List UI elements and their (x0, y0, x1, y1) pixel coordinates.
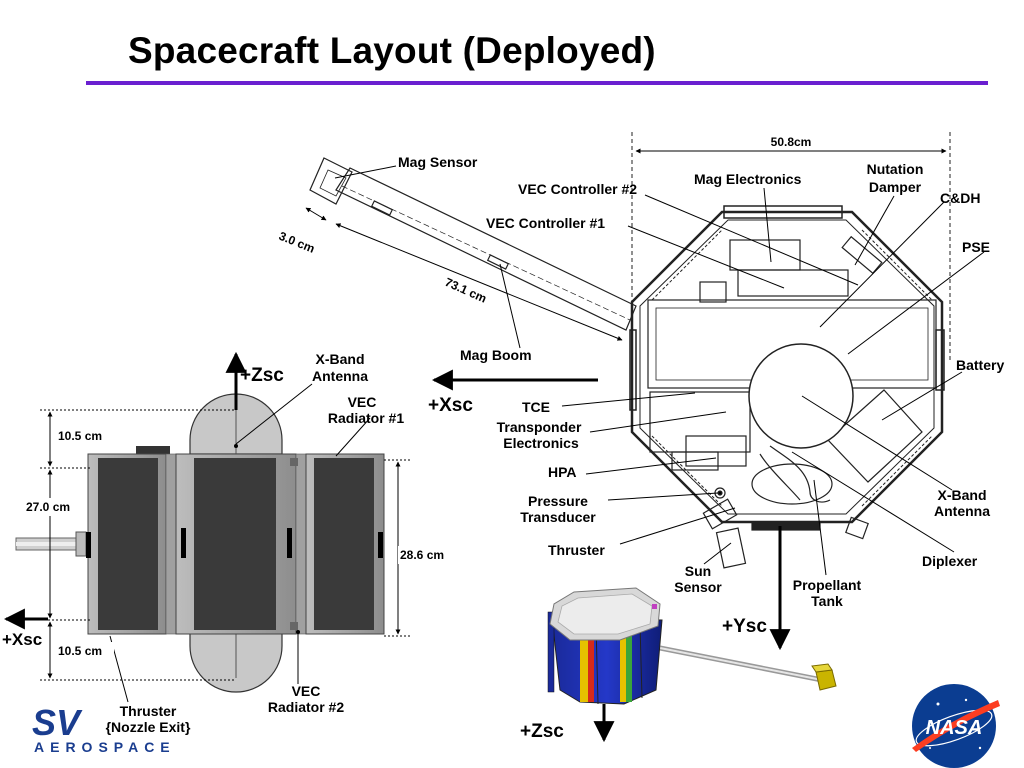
label-xband-left-2: Antenna (312, 368, 368, 384)
label-vec-controller-2: VEC Controller #2 (518, 181, 637, 197)
label-xband-right-1: X-Band (938, 487, 987, 503)
label-hpa: HPA (548, 464, 577, 480)
label-pressure-2: Transducer (520, 509, 596, 525)
label-vec-controller-1: VEC Controller #1 (486, 215, 605, 231)
dim-label-top-section: 10.5 cm (58, 429, 102, 443)
label-nutation-damper-1: Nutation (867, 161, 924, 177)
label-diplexer: Diplexer (922, 553, 978, 569)
label-xband-right-2: Antenna (934, 503, 990, 519)
label-thruster-nozzle-2: {Nozzle Exit} (106, 719, 191, 735)
label-vec-radiator-2-b: Radiator #2 (268, 699, 344, 715)
axis-label-zsc-down: +Zsc (520, 721, 564, 742)
label-transponder-2: Electronics (503, 435, 579, 451)
label-sun-sensor-2: Sensor (674, 579, 722, 595)
label-pressure-1: Pressure (528, 493, 588, 509)
dim-label-bottom-section: 10.5 cm (58, 644, 102, 658)
axis-label-xsc-left: +Xsc (2, 630, 42, 649)
dim-bg-mid (24, 498, 80, 516)
label-sun-sensor-1: Sun (685, 563, 711, 579)
sv-aerospace-logo: SV AEROSPACE (32, 702, 176, 755)
dim-bg-top (56, 426, 114, 444)
label-mag-electronics: Mag Electronics (694, 171, 802, 187)
dim-label-mid-section: 27.0 cm (26, 500, 70, 514)
axis-label-zsc-up: +Zsc (240, 365, 284, 386)
isometric-view (547, 587, 837, 743)
dim-bg-panel (398, 546, 454, 564)
label-transponder-1: Transponder (497, 419, 582, 435)
label-thruster-top: Thruster (548, 542, 605, 558)
page-title: Spacecraft Layout (Deployed) (128, 30, 656, 71)
leader-lines (334, 165, 985, 576)
label-xband-left-1: X-Band (316, 351, 365, 367)
side-view-drawing (15, 393, 385, 693)
top-view-drawing (629, 132, 951, 569)
label-mag-sensor: Mag Sensor (398, 154, 478, 170)
dim-label-boom-width: 3.0 cm (277, 229, 317, 256)
dim-label-boom-length: 73.1 cm (443, 275, 489, 306)
label-mag-boom: Mag Boom (460, 347, 532, 363)
dim-label-width: 50.8cm (771, 135, 812, 149)
label-vec-radiator-1-a: VEC (348, 394, 377, 410)
label-vec-radiator-2-a: VEC (292, 683, 321, 699)
nasa-logo: NASA (912, 684, 1000, 768)
axis-label-xsc-mid: +Xsc (428, 395, 473, 416)
label-tce: TCE (522, 399, 550, 415)
label-vec-radiator-1-b: Radiator #1 (328, 410, 404, 426)
axis-label-ysc: +Ysc (722, 616, 767, 637)
dim-line-boom-length (335, 223, 623, 341)
label-thruster-nozzle-1: Thruster (120, 703, 177, 719)
label-pse: PSE (962, 239, 990, 255)
label-battery: Battery (956, 357, 1004, 373)
dim-bg-bottom (56, 642, 114, 660)
dim-label-panel-height: 28.6 cm (400, 548, 444, 562)
label-cdh: C&DH (940, 190, 980, 206)
dim-line-boom-width (305, 207, 327, 221)
aerospace-logo-text: AEROSPACE (34, 739, 176, 755)
label-nutation-damper-2: Damper (869, 179, 922, 195)
sv-logo-text: SV (32, 702, 83, 743)
title-underline (86, 81, 988, 85)
nasa-logo-text: NASA (926, 717, 983, 739)
label-propellant-2: Tank (811, 593, 843, 609)
label-propellant-1: Propellant (793, 577, 862, 593)
